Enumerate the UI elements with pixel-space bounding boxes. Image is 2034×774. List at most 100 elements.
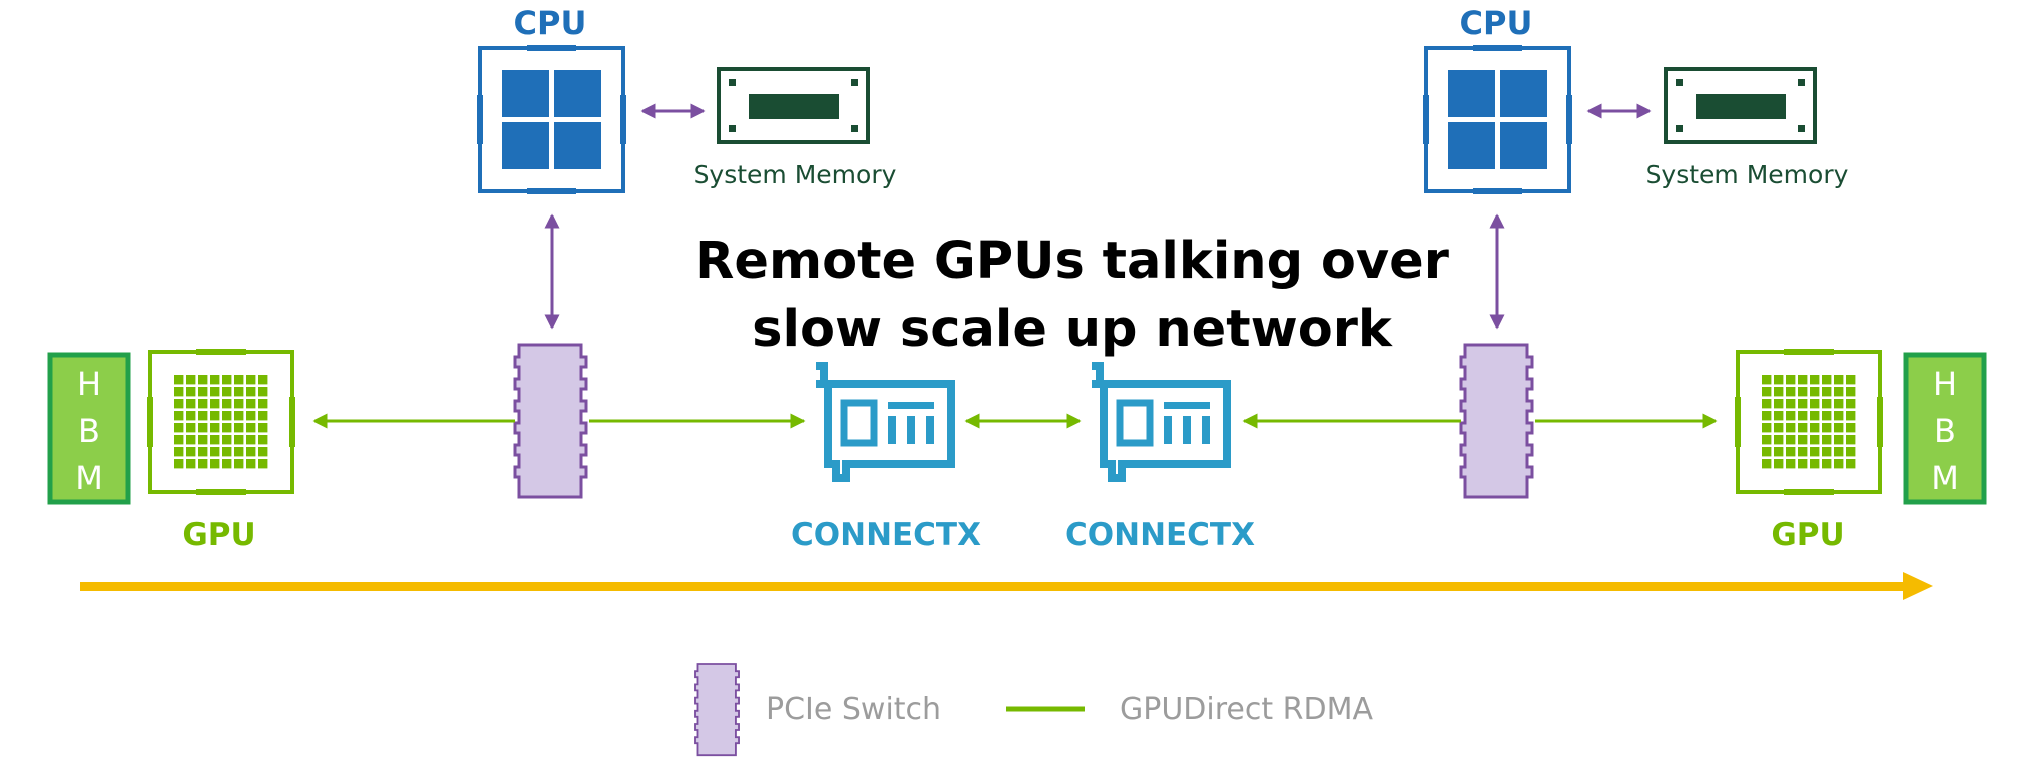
gpu-die-cell [222,387,232,397]
gpu-die-cell [1798,423,1808,433]
gpu-die-cell [1786,447,1796,457]
gpu-die-cell [174,447,184,457]
gpu-die-cell [1786,459,1796,469]
pcie-switch-icon [513,343,588,499]
gpu-die-cell [210,435,220,445]
gpu-die-cell [246,459,256,469]
gpu-die-cell [222,399,232,409]
gpu-die-cell [186,399,196,409]
gpu-die-cell [1762,435,1772,445]
left-cpu-label: CPU [514,4,587,42]
right-gpu-label: GPU [1771,517,1844,553]
gpu-die-cell [1774,387,1784,397]
gpu-die-cell [210,399,220,409]
gpu-die-cell [174,435,184,445]
gpu-die-cell [174,459,184,469]
gpu-die-cell [246,411,256,421]
hbm-letter: B [78,412,100,450]
memory-icon [1664,67,1817,144]
gpu-die-cell [1834,459,1844,469]
legend: PCIe Switch GPUDirect RDMA [694,663,1373,757]
gpu-die-cell [198,459,208,469]
left-memory-label: System Memory [694,160,897,189]
hbm-letter: B [1934,412,1956,450]
gpu-die-cell [174,375,184,385]
gpu-die-cell [246,399,256,409]
gpu-die-cell [246,375,256,385]
gpu-die-cell [1762,423,1772,433]
right-memory-label: System Memory [1646,160,1849,189]
right-node: CPU System Memory CONNECTX GPU H B M [1065,4,1987,553]
gpu-die-cell [1762,375,1772,385]
gpu-die-cell [1798,435,1808,445]
gpu-die-cell [234,423,244,433]
hbm-letter: H [77,365,101,403]
hbm-letter: H [1933,365,1957,403]
gpu-die-cell [1798,411,1808,421]
hbm-icon: H B M [1903,352,1987,505]
gpu-die-cell [1822,447,1832,457]
gpu-die-cell [174,399,184,409]
gpu-die-cell [174,423,184,433]
gpu-die-cell [1810,459,1820,469]
connectx-nic-icon [816,366,951,478]
gpu-die-cell [234,387,244,397]
gpu-die-cell [1762,447,1772,457]
gpu-die-cell [1810,447,1820,457]
gpu-die-cell [1846,399,1856,409]
gpu-die-cell [1774,411,1784,421]
gpu-die-grid [174,375,268,469]
gpu-die-cell [1846,435,1856,445]
gpu-die-cell [234,399,244,409]
cpu-icon [1421,43,1574,196]
right-cpu-label: CPU [1460,4,1533,42]
gpu-die-cell [210,411,220,421]
gpu-die-cell [186,459,196,469]
gpu-icon [1735,349,1883,495]
gpu-die-cell [1810,435,1820,445]
gpu-die-cell [258,411,268,421]
title-line-2: slow scale up network [752,300,1393,359]
hbm-icon: H B M [47,352,131,505]
gpu-die-cell [1822,387,1832,397]
gpu-die-cell [234,459,244,469]
gpu-die-cell [174,411,184,421]
gpu-die-cell [198,435,208,445]
gpu-die-cell [186,375,196,385]
gpu-die-cell [1762,411,1772,421]
gpu-die-cell [1846,459,1856,469]
gpu-die-cell [1798,399,1808,409]
gpu-die-cell [1798,447,1808,457]
gpu-die-cell [210,387,220,397]
legend-gpudirect-rdma-label: GPUDirect RDMA [1120,692,1373,727]
gpu-die-cell [1774,447,1784,457]
gpu-die-cell [1834,411,1844,421]
gpu-die-cell [186,447,196,457]
gpu-die-cell [1774,435,1784,445]
gpu-die-cell [1834,399,1844,409]
gpu-die-cell [198,375,208,385]
gpu-die-cell [1798,387,1808,397]
gpu-die-cell [234,375,244,385]
gpu-die-cell [174,387,184,397]
gpu-die-cell [210,447,220,457]
hbm-letter: M [1931,459,1959,497]
gpu-die-cell [186,435,196,445]
memory-icon [717,67,870,144]
gpu-die-cell [222,411,232,421]
gpu-die-cell [246,423,256,433]
right-nic-label: CONNECTX [1065,517,1255,553]
gpu-die-cell [1846,411,1856,421]
cpu-icon [475,43,628,196]
gpu-die-cell [210,459,220,469]
gpu-die-cell [1822,435,1832,445]
gpu-die-cell [1798,459,1808,469]
gpu-die-cell [258,399,268,409]
gpu-die-cell [1822,459,1832,469]
gpu-die-cell [1786,435,1796,445]
gpu-die-grid [1762,375,1856,469]
gpu-die-cell [1762,387,1772,397]
gpu-die-cell [1822,411,1832,421]
gpu-die-cell [258,423,268,433]
